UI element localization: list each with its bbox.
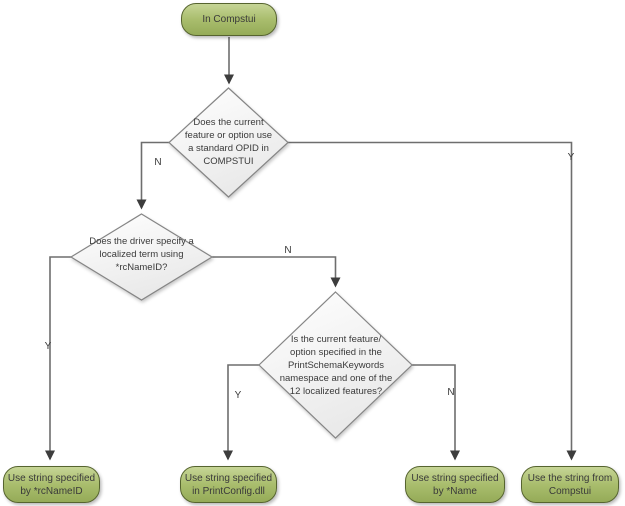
edge-label-schema-no: N (447, 387, 455, 398)
edge-label-opid-no: N (154, 157, 162, 168)
connector-rcnameid-no (212, 256, 341, 288)
decision-diamond-rcnameid (69, 213, 214, 301)
start-node: In Compstui (181, 3, 277, 36)
connector-opid-no (136, 141, 169, 210)
edge-label-rcnameid-no: N (284, 245, 292, 256)
decision-label-opid: Does the current feature or option use a… (184, 117, 273, 167)
decision-label-schema: Is the current feature/ option specified… (279, 334, 393, 397)
connector-schema-no (412, 364, 460, 461)
edge-label-rcnameid-yes: Y (44, 341, 52, 352)
decision-diamond-opid (168, 87, 289, 198)
connector-rcnameid-yes (45, 256, 71, 461)
result-node-printconfig: Use string specified in PrintConfig.dll (180, 466, 277, 503)
decision-diamond-schema (258, 291, 413, 439)
result-node-rcnameid: Use string specified by *rcNameID (3, 466, 100, 503)
edge-label-opid-yes: Y (567, 152, 575, 163)
decision-label-rcnameid: Does the driver specify a localized term… (89, 236, 194, 273)
connector-opid-yes (288, 141, 577, 461)
result-node-name: Use string specified by *Name (405, 466, 505, 503)
edge-label-schema-yes: Y (234, 390, 242, 401)
connector-schema-yes (223, 364, 259, 461)
result-node-compstui: Use the string from Compstui (521, 466, 619, 503)
